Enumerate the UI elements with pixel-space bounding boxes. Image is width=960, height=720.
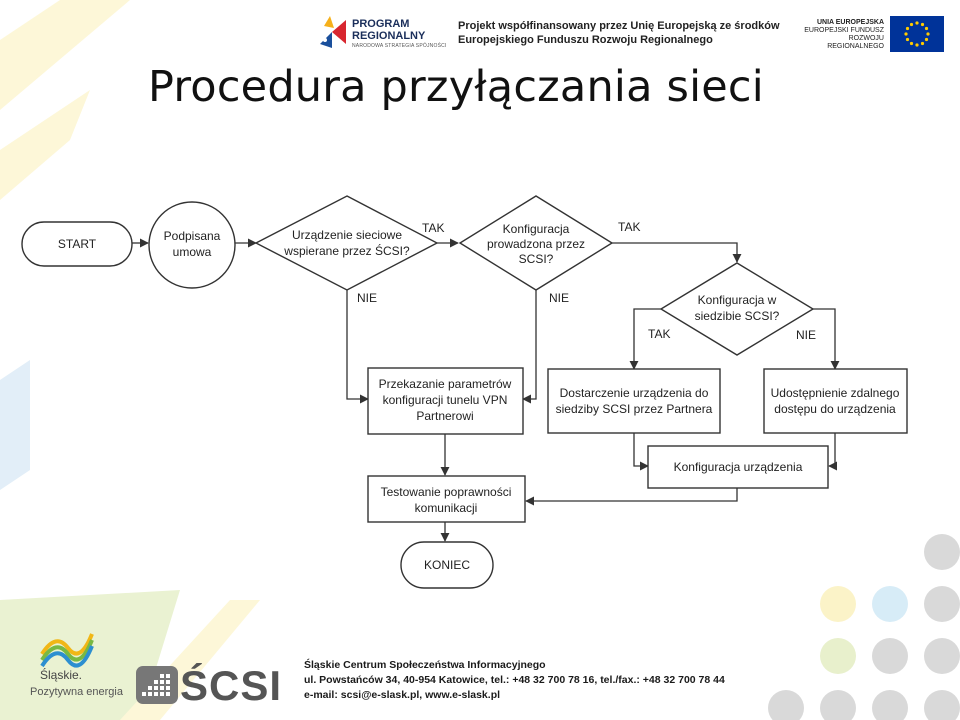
- contact-email-web: e-mail: scsi@e-slask.pl, www.e-slask.pl: [304, 689, 501, 701]
- node-signed-label-2: umowa: [173, 245, 212, 259]
- ribbon-yellow-left: [0, 90, 90, 200]
- eu-fund-text: UNIA EUROPEJSKA EUROPEJSKI FUNDUSZ ROZWO…: [792, 19, 884, 51]
- slaskie-logo-tagline: Pozytywna energia: [30, 686, 123, 698]
- edge-p2-p4: [633, 433, 649, 471]
- decision-3-label-2: siedzibie SCSI?: [695, 309, 780, 323]
- program-logo-subtitle: NARODOWA STRATEGIA SPÓJNOŚCI: [352, 43, 447, 49]
- process-5-label-2: komunikacji: [415, 501, 478, 515]
- eu-line2: EUROPEJSKI FUNDUSZ: [804, 27, 884, 34]
- label-no-d3: NIE: [796, 328, 816, 342]
- node-end-label: KONIEC: [424, 558, 470, 572]
- edge-p4-p5: [525, 488, 738, 506]
- ribbon-blue-left: [0, 360, 30, 490]
- process-3-label-2: dostępu do urządzenia: [774, 402, 896, 416]
- project-line2: Europejskiego Funduszu Rozwoju Regionaln…: [458, 34, 713, 46]
- process-2-label-2: siedziby SCSI przez Partnera: [556, 402, 713, 416]
- process-test-communication: Testowanie poprawności komunikacji: [367, 475, 526, 523]
- decorative-dots: [768, 534, 960, 720]
- edge-d2-p1: [522, 286, 537, 404]
- process-4-label: Konfiguracja urządzenia: [674, 460, 803, 474]
- program-regionalny-logo: PROGRAM REGIONALNY: [352, 18, 425, 42]
- label-yes-d3: TAK: [648, 327, 670, 341]
- slaskie-logo-icon: [40, 633, 94, 668]
- node-start: START: [21, 221, 133, 267]
- page-title: Procedura przyłączania sieci: [148, 62, 764, 112]
- project-line1: Projekt współfinansowany przez Unię Euro…: [458, 20, 780, 32]
- node-end: KONIEC: [400, 541, 494, 589]
- label-no-d1: NIE: [357, 291, 377, 305]
- project-funding-text: Projekt współfinansowany przez Unię Euro…: [458, 19, 780, 47]
- label-no-d2: NIE: [549, 291, 569, 305]
- scsi-logo-icon: [136, 666, 178, 704]
- process-1-label-3: Partnerowi: [416, 409, 473, 423]
- process-vpn-params: Przekazanie parametrów konfiguracji tune…: [367, 367, 524, 435]
- decision-config-at-scsi: Konfiguracja w siedzibie SCSI?: [659, 262, 815, 356]
- process-3-label-1: Udostępnienie zdalnego: [771, 386, 900, 400]
- edge-d2-d3: [612, 242, 742, 263]
- program-logo-line1: PROGRAM: [352, 18, 410, 30]
- label-yes-d2: TAK: [618, 220, 640, 234]
- decision-2-label-2: prowadzona przez: [487, 237, 585, 251]
- label-yes-d1: TAK: [422, 221, 444, 235]
- process-1-label-1: Przekazanie parametrów: [379, 377, 512, 391]
- contact-info: Śląskie Centrum Społeczeństwa Informacyj…: [304, 658, 725, 703]
- decision-3-label-1: Konfiguracja w: [698, 293, 777, 307]
- decision-1-label-2: wspierane przez ŚCSI?: [283, 243, 410, 258]
- contact-address: ul. Powstańców 34, 40-954 Katowice, tel.…: [304, 674, 725, 686]
- process-device-config: Konfiguracja urządzenia: [647, 445, 829, 489]
- edge-d3-p2: [629, 308, 661, 370]
- node-signed-label-1: Podpisana: [164, 229, 221, 243]
- process-1-label-2: konfiguracji tunelu VPN: [383, 393, 508, 407]
- process-remote-access: Udostępnienie zdalnego dostępu do urządz…: [763, 368, 908, 434]
- eu-line1: UNIA EUROPEJSKA: [816, 19, 884, 26]
- process-deliver-device: Dostarczenie urządzenia do siedziby SCSI…: [547, 368, 721, 434]
- edge-p3-p4: [828, 433, 838, 471]
- program-regionalny-logo-icon: [320, 16, 346, 48]
- node-start-label: START: [58, 237, 97, 251]
- process-2-label-1: Dostarczenie urządzenia do: [560, 386, 709, 400]
- edge-d1-p1: [346, 288, 369, 404]
- slaskie-logo-name: Śląskie.: [40, 668, 83, 682]
- decision-config-by-scsi: Konfiguracja prowadzona przez SCSI?: [458, 195, 614, 291]
- edge-d3-p3: [813, 308, 840, 370]
- decision-1-label-1: Urządzenie sieciowe: [292, 228, 402, 242]
- process-5-label-1: Testowanie poprawności: [381, 485, 512, 499]
- node-signed-contract: Podpisana umowa: [148, 201, 236, 289]
- decision-device-supported: Urządzenie sieciowe wspierane przez ŚCSI…: [254, 195, 439, 291]
- eu-flag-icon: [890, 16, 944, 52]
- ribbon-yellow-top: [0, 0, 130, 110]
- eu-line3: ROZWOJU REGIONALNEGO: [827, 35, 884, 50]
- decision-2-label-1: Konfiguracja: [503, 222, 570, 236]
- decision-2-label-3: SCSI?: [519, 252, 554, 266]
- contact-org-name: Śląskie Centrum Społeczeństwa Informacyj…: [304, 659, 546, 671]
- program-logo-line2: REGIONALNY: [352, 30, 426, 42]
- flow-edges: [132, 238, 840, 542]
- scsi-logo-wordmark: ŚCSI: [180, 662, 283, 709]
